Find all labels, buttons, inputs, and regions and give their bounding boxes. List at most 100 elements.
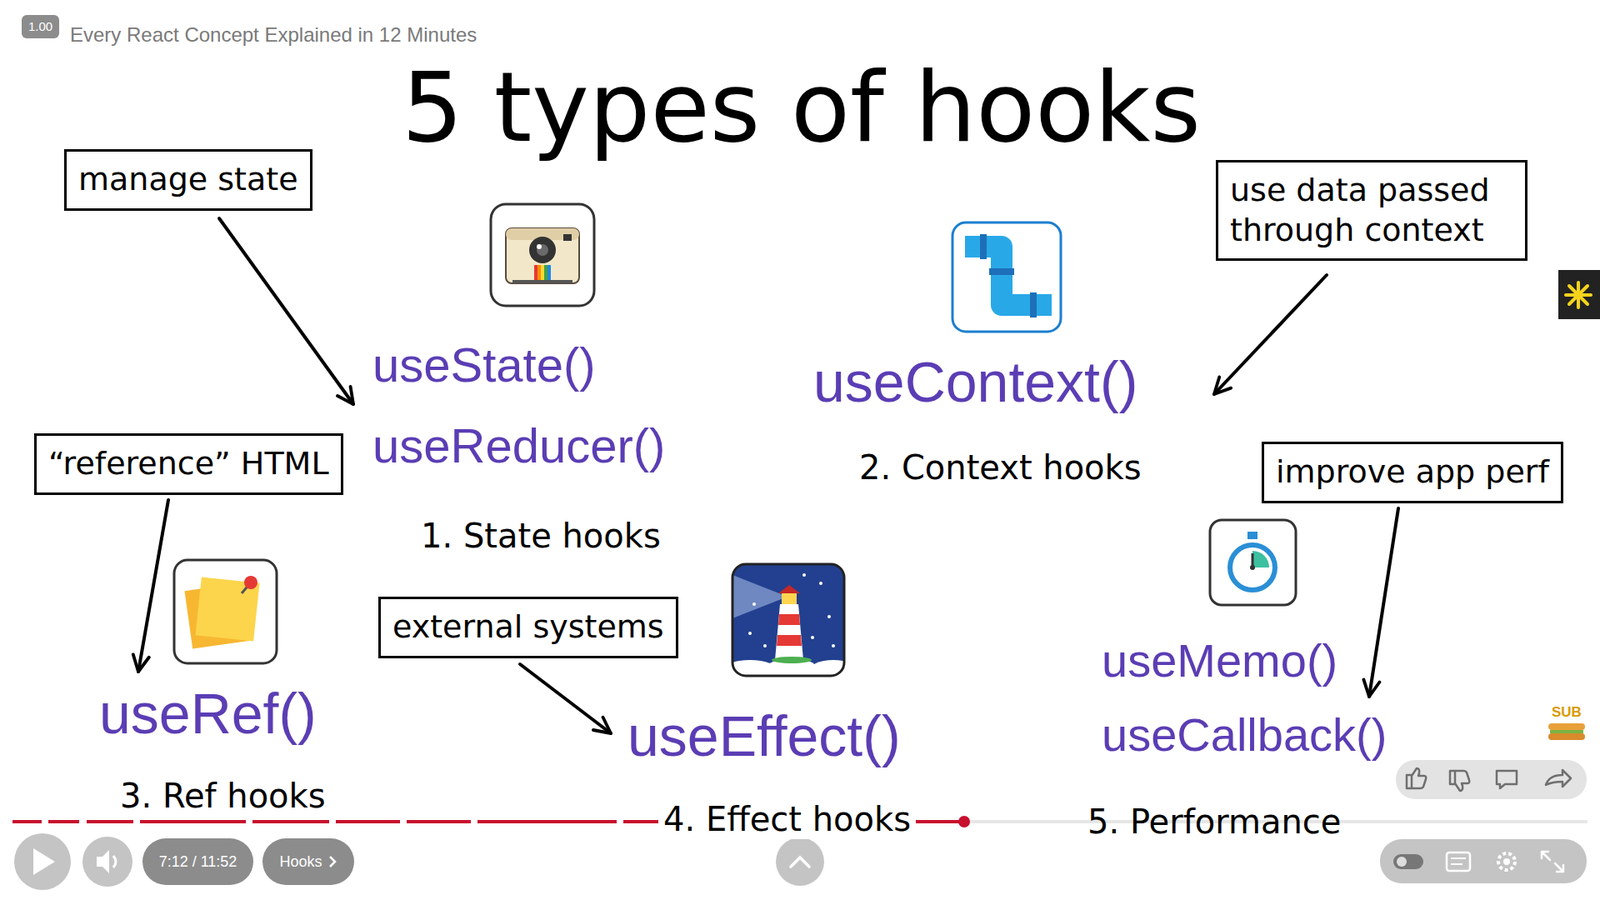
pipe-icon — [989, 268, 1015, 275]
leader-arrows — [1214, 275, 1327, 395]
sub-icon — [1548, 723, 1585, 740]
pipe-icon — [1030, 292, 1037, 318]
lighthouse-icon — [827, 615, 831, 619]
pipe-icon — [965, 246, 1052, 305]
lighthouse-icon — [752, 602, 756, 606]
category-caption: 5. Performance — [1087, 801, 1341, 842]
sticky-note-icon — [244, 575, 258, 590]
pipe-icon — [980, 234, 987, 260]
progress-bar — [335, 820, 400, 824]
sub-icon — [1548, 733, 1585, 740]
lighthouse-icon — [771, 656, 812, 664]
reaction-pill — [1406, 768, 1426, 789]
player-controls — [1396, 856, 1407, 867]
side-tab — [1558, 270, 1600, 320]
player-controls — [1541, 851, 1564, 872]
lighthouse-icon — [775, 604, 804, 660]
leader-arrows — [138, 500, 169, 672]
hook-name: useState() — [372, 335, 596, 395]
category-caption: 2. Context hooks — [859, 447, 1142, 488]
camera-icon — [512, 280, 573, 284]
progress-bar — [12, 820, 42, 824]
progress-bar — [86, 820, 134, 824]
reaction-pill — [1545, 770, 1571, 787]
hook-name: useContext() — [813, 348, 1138, 417]
camera-icon — [490, 204, 595, 306]
side-tab — [1569, 285, 1588, 305]
stopwatch-icon — [1210, 520, 1296, 605]
camera-icon — [537, 265, 541, 280]
camera-icon — [505, 228, 580, 284]
stopwatch-icon — [1210, 520, 1296, 605]
hook-name: useEffect() — [627, 702, 901, 771]
node-text: improve app perf — [1275, 452, 1550, 493]
speed-badge: 1.00 — [21, 15, 60, 39]
player-controls — [790, 857, 810, 867]
lighthouse-icon — [778, 585, 800, 594]
camera-icon — [534, 265, 538, 280]
side-tab — [1558, 270, 1600, 320]
player-controls — [1380, 839, 1587, 884]
hook-name: useRef() — [99, 680, 317, 749]
side-tab — [1569, 285, 1588, 305]
node-text: 1.00 — [28, 19, 53, 35]
progress-bar — [958, 815, 970, 828]
player-controls — [1446, 852, 1470, 871]
player-controls — [113, 855, 116, 868]
progress-bar — [406, 820, 471, 824]
reaction-pill — [1450, 770, 1470, 791]
node-text: manage state — [78, 160, 299, 200]
camera-icon — [490, 204, 595, 306]
sticky-note-icon — [174, 560, 277, 664]
category-caption: 4. Effect hooks — [658, 799, 916, 840]
player-controls — [82, 836, 133, 887]
chevron-icon — [327, 855, 338, 869]
leader-arrows — [219, 218, 354, 405]
reaction-pill — [1406, 768, 1571, 791]
callout-box: manage state — [64, 149, 313, 211]
stopwatch-icon — [1230, 545, 1275, 590]
player-controls — [1450, 863, 1463, 865]
player-controls — [96, 850, 110, 874]
callout-box: improve app perf — [1261, 441, 1564, 504]
player-controls — [14, 833, 71, 890]
leader-arrows — [1369, 508, 1399, 697]
node-text: Hooks — [279, 853, 322, 871]
hook-name: useCallback() — [1101, 706, 1387, 763]
lighthouse-icon — [802, 573, 806, 577]
hook-name: useMemo() — [1101, 632, 1338, 689]
node-text: use data passed through context — [1230, 170, 1514, 250]
hook-name: useReducer() — [372, 416, 665, 475]
callout-box: external systems — [378, 596, 679, 659]
camera-icon — [536, 244, 549, 256]
player-controls — [14, 833, 1587, 890]
camera-icon — [544, 265, 548, 280]
stopwatch-icon — [1250, 565, 1255, 570]
lighthouse-icon — [732, 564, 845, 676]
node-text: 7:12 / 11:52 — [159, 853, 238, 871]
lighthouse-icon — [732, 575, 788, 619]
lighthouse-icon — [776, 635, 802, 646]
reaction-pill — [1395, 760, 1587, 800]
player-controls — [1393, 854, 1424, 870]
camera-icon — [529, 236, 556, 264]
pipe-icon — [952, 222, 1061, 332]
camera-icon — [563, 234, 572, 241]
chapter-pill: Hooks — [262, 838, 355, 885]
progress-bar — [48, 820, 80, 824]
reaction-pill — [1496, 770, 1517, 789]
sub-icon — [1550, 730, 1584, 734]
progress-bar — [252, 820, 330, 824]
player-controls — [1450, 857, 1466, 860]
pipe-icon — [952, 222, 1061, 332]
player-controls — [1503, 858, 1510, 865]
lighthouse-icon — [748, 631, 752, 635]
lighthouse-icon — [721, 564, 859, 684]
node-text: “reference” HTML — [48, 444, 330, 485]
sticky-note-icon — [174, 560, 277, 664]
lighthouse-icon — [781, 593, 797, 605]
callout-box: use data passed through context — [1215, 160, 1528, 261]
lighthouse-icon — [778, 614, 800, 625]
camera-icon — [540, 265, 545, 280]
